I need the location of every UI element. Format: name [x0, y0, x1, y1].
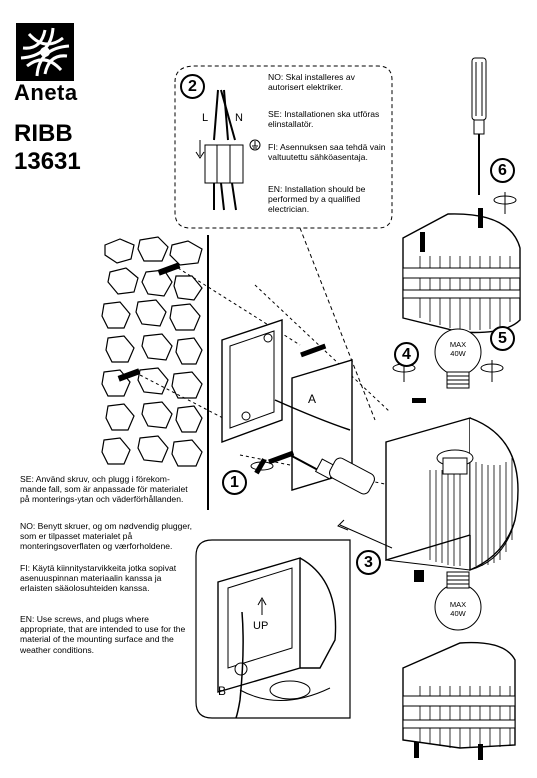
screwdriver-icon	[471, 57, 487, 195]
mounting-plate	[221, 319, 283, 444]
instruction-en: EN: Use screws, and plugs where appropri…	[20, 614, 186, 655]
label-n: N	[235, 112, 243, 124]
bulb-rating-top: MAX 40W	[449, 340, 467, 358]
instruction-no: NO: Benytt skruer, og om nødvendig plugg…	[20, 521, 192, 552]
bulb-icon	[434, 571, 482, 631]
inset-lamp	[217, 557, 337, 719]
wiring-callout	[174, 65, 393, 229]
wire-connector-icon	[204, 89, 244, 211]
warning-se: SE: Installationen ska utföras elinstall…	[268, 109, 380, 130]
screwdriver-icon	[289, 454, 375, 495]
warning-fi: FI: Asennuksen saa tehdä vain valtuutett…	[268, 142, 386, 163]
screw-icon	[412, 398, 426, 403]
instruction-fi: FI: Käytä kiinnitystarvikkeita jotka sop…	[20, 563, 177, 594]
label-l: L	[202, 112, 209, 124]
callout-leader	[299, 227, 376, 421]
step-1: 1	[222, 470, 247, 495]
step-4: 4	[394, 342, 419, 367]
down-arrow-icon	[195, 140, 205, 159]
wall-lamp-bottom	[402, 641, 516, 760]
wall-lamp-top	[402, 208, 521, 334]
ground-icon	[249, 139, 261, 151]
model-line2: 13631	[14, 148, 81, 175]
warning-en: EN: Installation should be performed by …	[268, 184, 366, 215]
bulb-icon	[434, 328, 482, 389]
label-b: B	[218, 684, 227, 698]
brand-name: Aneta	[14, 80, 78, 105]
step-5: 5	[490, 326, 515, 351]
model-line1: RIBB	[14, 120, 73, 147]
warning-no: NO: Skal installeres av autorisert elekt…	[268, 72, 355, 93]
arrow-icon	[337, 519, 393, 549]
rotate-icon	[250, 192, 517, 471]
step-3: 3	[356, 550, 381, 575]
stone-wall	[100, 235, 209, 510]
cable-a	[274, 399, 351, 431]
screw-icon	[414, 570, 424, 582]
wall-lamp	[385, 417, 519, 572]
step-2: 2	[180, 74, 205, 99]
instruction-se: SE: Använd skruv, och plugg i förekom-ma…	[20, 474, 188, 505]
logo-icon	[16, 23, 74, 81]
label-a: A	[308, 392, 317, 406]
label-up: UP	[253, 620, 269, 632]
model-number: RIBB 13631	[14, 120, 81, 176]
step-6: 6	[490, 158, 515, 183]
bulb-rating-bottom: MAX 40W	[449, 600, 467, 618]
